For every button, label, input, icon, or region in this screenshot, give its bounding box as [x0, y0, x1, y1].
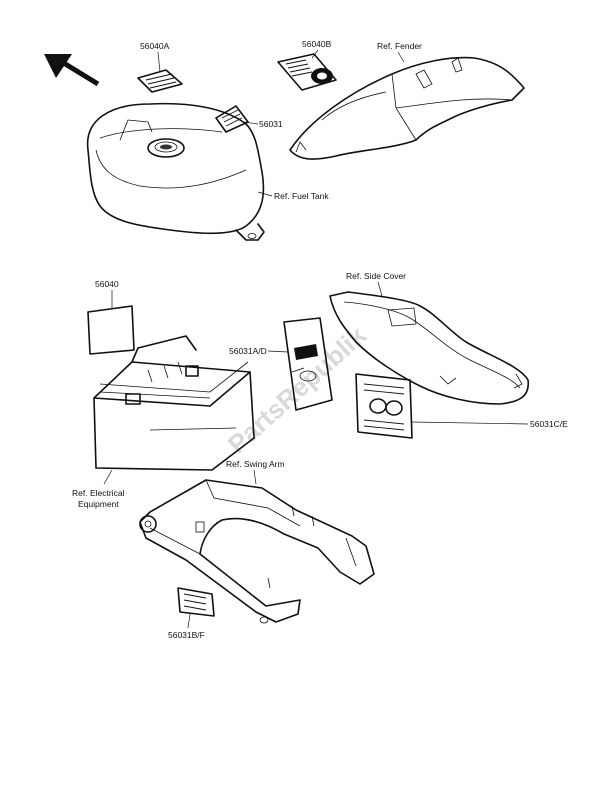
label-fender: Ref. Fender — [377, 41, 422, 51]
label-electrical-line1: Ref. Electrical — [72, 488, 125, 498]
rear-fender-drawing — [289, 56, 525, 160]
watermark-text: PartsRepublik — [222, 320, 372, 460]
label-swing-arm: Ref. Swing Arm — [226, 459, 285, 469]
label-fuel-tank: Ref. Fuel Tank — [274, 191, 329, 201]
label-56040A: 56040A — [140, 41, 170, 51]
label-electrical-line2: Equipment — [78, 499, 119, 509]
label-56031: 56031 — [259, 119, 283, 129]
decal-56031CE — [355, 373, 413, 439]
label-side-cover: Ref. Side Cover — [346, 271, 406, 281]
decal-56040A — [137, 69, 183, 93]
label-56031BF: 56031B/F — [168, 630, 205, 640]
decal-56040 — [87, 290, 135, 355]
battery-drawing — [93, 335, 255, 471]
label-56040: 56040 — [95, 279, 119, 289]
label-56031AD: 56031A/D — [229, 346, 267, 356]
side-cover-drawing — [329, 291, 529, 405]
decal-56040B — [277, 53, 337, 91]
swing-arm-drawing — [139, 479, 375, 624]
decal-56031BF — [177, 587, 215, 617]
decal-56031 — [215, 105, 249, 133]
label-56040B: 56040B — [302, 39, 332, 49]
decal-56031AD — [283, 317, 333, 411]
label-56031CE: 56031C/E — [530, 419, 568, 429]
fuel-tank-drawing — [86, 102, 265, 241]
front-direction-arrow-icon — [44, 54, 100, 87]
